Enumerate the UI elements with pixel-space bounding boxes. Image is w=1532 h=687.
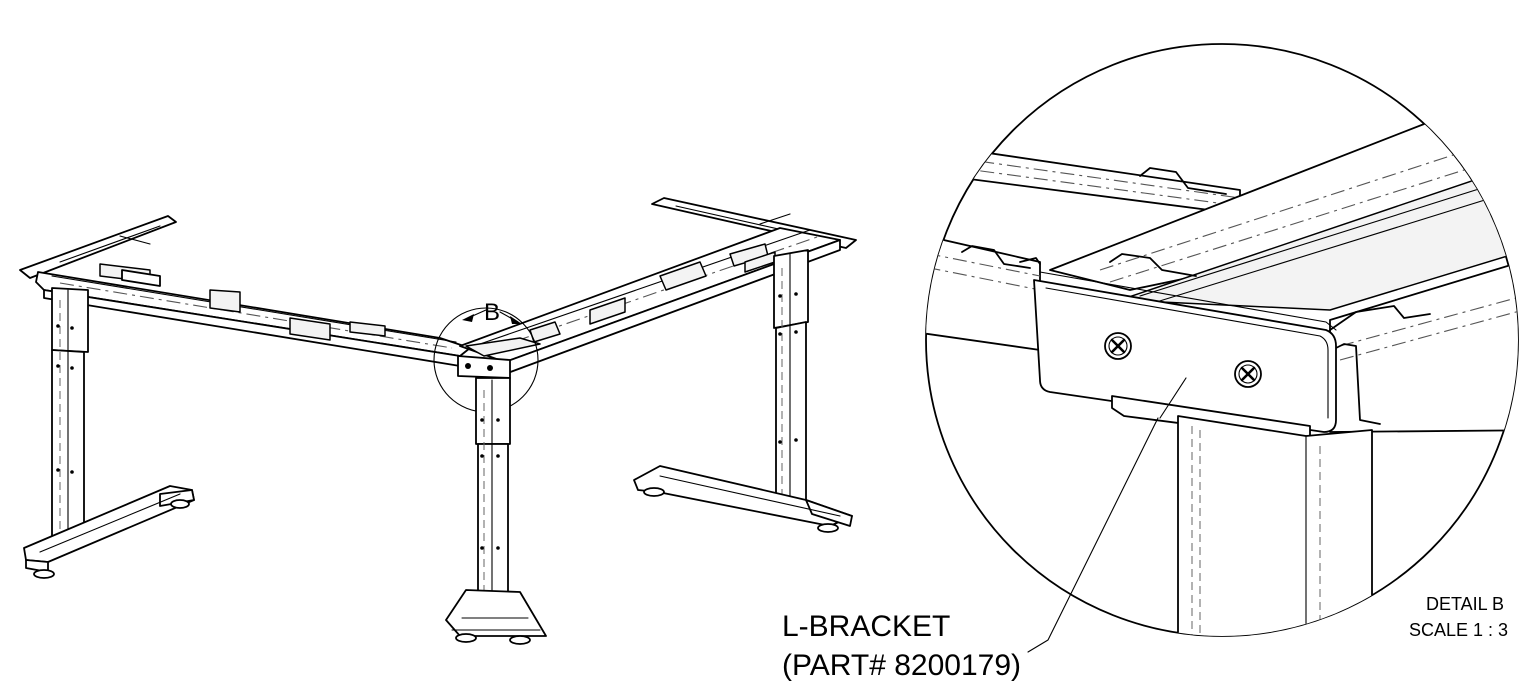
left-top-mounting-plate [19, 215, 177, 279]
corner-l-bracket-small [457, 337, 541, 379]
l-bracket-leader-line [1027, 417, 1159, 653]
right-crossbeam [459, 227, 841, 375]
detail-l-bracket-plate [1033, 279, 1337, 433]
center-leg-column [475, 377, 511, 617]
center-foot [445, 589, 547, 645]
detail-b-view [925, 43, 1519, 653]
screw-left-icon [1104, 332, 1132, 360]
l-bracket-part-number: (PART# 8200179) [782, 649, 1021, 682]
left-leg-column [51, 287, 89, 541]
right-leg-column [773, 249, 809, 507]
detail-b-marker-label: B [484, 299, 500, 326]
desk-frame-assembly: B [19, 197, 857, 645]
left-crossbeam [35, 263, 471, 367]
right-foot [633, 465, 853, 533]
screw-right-icon [1234, 360, 1262, 388]
detail-b-title: DETAIL B [1426, 594, 1504, 614]
l-bracket-label: L-BRACKET [782, 610, 950, 643]
detail-b-scale: SCALE 1 : 3 [1409, 620, 1508, 640]
left-foot [23, 485, 195, 579]
